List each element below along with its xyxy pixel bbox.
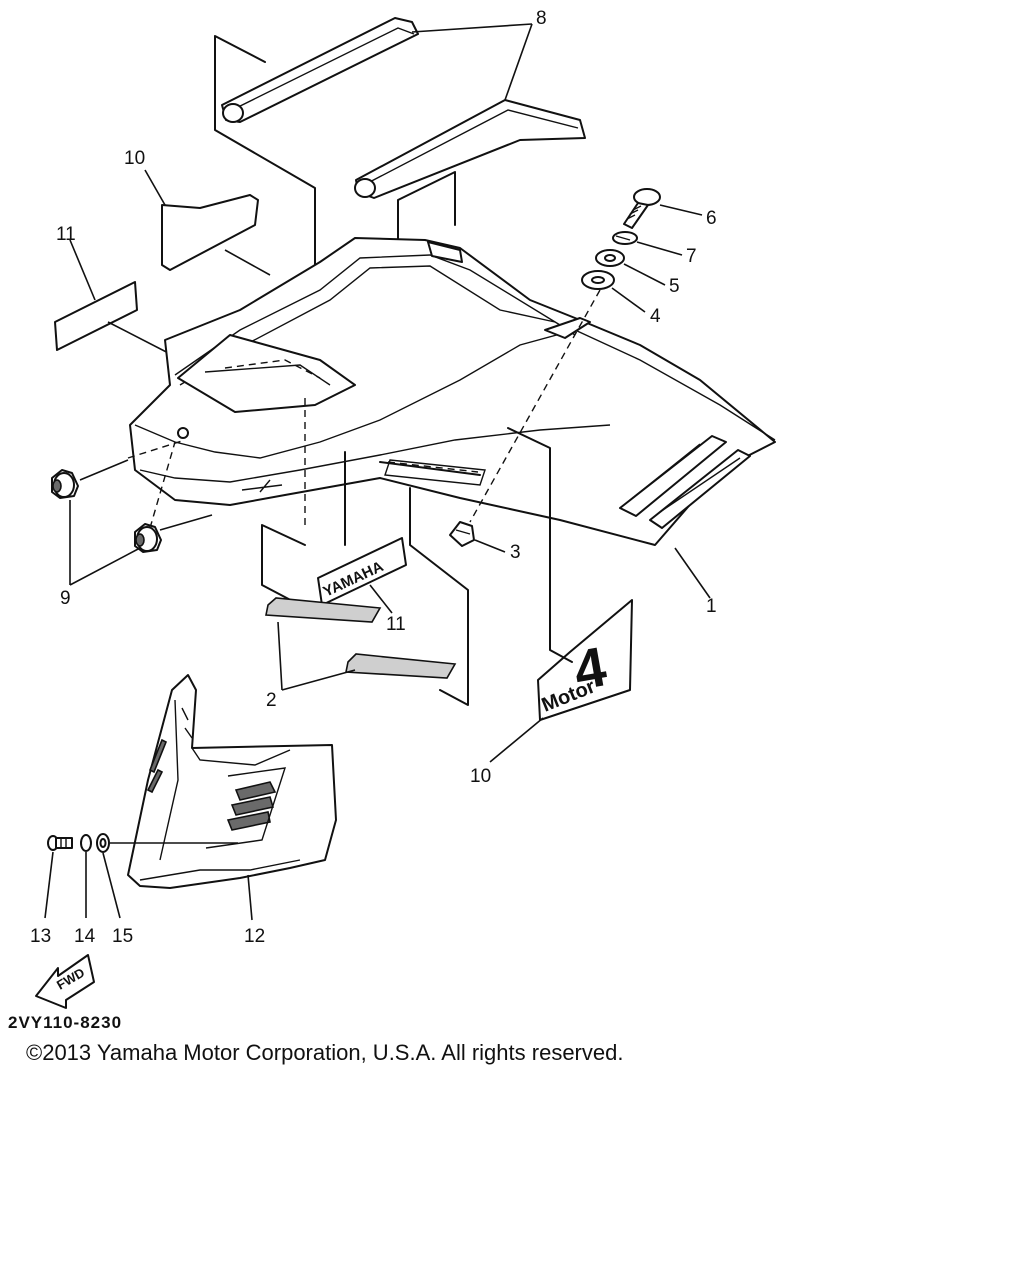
part-12-bottom-cowling [127, 674, 337, 889]
part-10-label-upper [161, 194, 259, 271]
leader-8 [411, 23, 533, 101]
leader-9 [69, 500, 141, 586]
part-14-washer [80, 834, 92, 852]
part-9-grommet-lower [134, 523, 162, 553]
leader-11b [369, 584, 393, 614]
bracket-2 [379, 461, 481, 706]
part-6-bolt [623, 188, 661, 229]
leader-9-body [79, 459, 213, 531]
callout-10b: 10 [470, 766, 491, 787]
callout-7: 7 [686, 246, 697, 267]
fwd-arrow-icon: FWD [35, 954, 95, 1009]
leader-2 [277, 621, 356, 691]
part-11-label-upper [54, 281, 138, 351]
part-5-washer [595, 249, 625, 267]
part-2-strip-lower [345, 653, 457, 679]
callout-11b: 11 [386, 614, 406, 635]
copyright-notice: ©2013 Yamaha Motor Corporation, U.S.A. A… [26, 1040, 624, 1065]
callout-12: 12 [244, 926, 265, 947]
callout-11a: 11 [56, 224, 76, 245]
leader-4 [611, 287, 646, 313]
callout-1: 1 [706, 596, 717, 617]
leader-10b [489, 717, 544, 763]
leader-10a-body [224, 249, 271, 276]
leader-6 [659, 204, 703, 216]
dashed-guide-9 [127, 439, 186, 529]
part-1-top-cowling [129, 237, 776, 546]
leader-3 [474, 539, 506, 553]
part-8-seal-right [354, 99, 586, 199]
part-8-seal-left [221, 17, 419, 123]
bracket-8-left [214, 35, 316, 296]
callout-8: 8 [536, 8, 547, 29]
callout-5: 5 [669, 276, 680, 297]
part-15-washer [96, 833, 110, 853]
callout-15: 15 [112, 926, 133, 947]
bracket-10 [507, 427, 573, 663]
callout-2: 2 [266, 690, 277, 711]
part-13-screw [47, 835, 73, 851]
leader-11a [69, 239, 96, 301]
leader-1 [674, 547, 711, 599]
leader-15 [102, 852, 121, 919]
diagram-part-code: 2VY110-8230 [8, 1013, 122, 1032]
part-7-lock-washer [612, 231, 638, 245]
leader-12 [247, 874, 253, 921]
part-10-4motor-decal: 4 Motor [537, 599, 633, 721]
dashed-guide-2 [387, 461, 479, 473]
callout-4: 4 [650, 306, 661, 327]
dashed-guide-3 [469, 289, 601, 523]
leader-5 [623, 263, 666, 286]
part-2-strip-upper [265, 597, 382, 623]
callout-3: 3 [510, 542, 521, 563]
callout-10a: 10 [124, 148, 145, 169]
part-3-clip [449, 521, 475, 547]
callout-6: 6 [706, 208, 717, 229]
part-11-yamaha-decal: YAMAHA [317, 537, 407, 606]
leader-10a [144, 169, 166, 206]
leader-13 [44, 851, 54, 919]
callout-9: 9 [60, 588, 71, 609]
callout-14: 14 [74, 926, 96, 947]
parts-diagram: YAMAHA 4 Motor [8, 8, 776, 1032]
guide-2-box [384, 459, 486, 486]
part-9-grommet-upper [51, 469, 79, 499]
callout-13: 13 [30, 926, 51, 947]
leader-7 [636, 241, 683, 256]
part-4-grommet [581, 270, 615, 290]
